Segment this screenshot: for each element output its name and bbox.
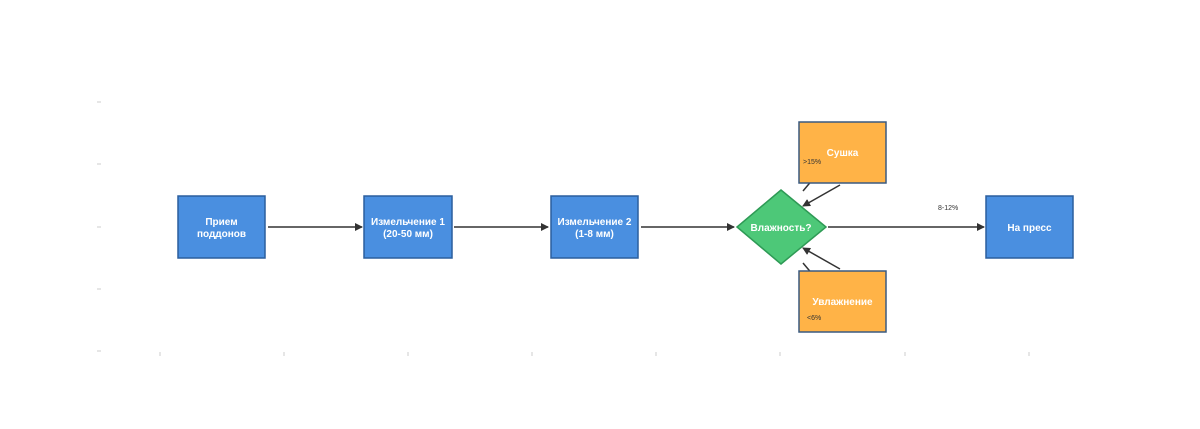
node-dry-label: Сушка — [827, 148, 859, 159]
node-receive-label-1: Прием — [205, 217, 237, 228]
node-grind1-label-1: Измельчение 1 — [371, 217, 445, 228]
node-receive[interactable]: Прием поддонов — [177, 195, 266, 259]
node-press[interactable]: На пресс — [985, 195, 1074, 259]
node-receive-label-2: поддонов — [197, 229, 246, 240]
node-wet-label: Увлажнение — [812, 297, 873, 308]
edge-dry-moisture — [802, 184, 841, 207]
node-moisture-label: Влажность? — [751, 223, 812, 234]
node-wet[interactable]: Увлажнение — [798, 270, 887, 333]
edge-label-press: 8-12% — [938, 205, 958, 212]
edge-label-dry: >15% — [803, 159, 821, 166]
node-grind2-label-1: Измельчение 2 — [558, 217, 632, 228]
edge-wet-moisture — [802, 247, 841, 270]
node-grind1[interactable]: Измельчение 1 (20-50 мм) — [363, 195, 453, 259]
node-dry[interactable]: Сушка — [798, 121, 887, 184]
node-grind2[interactable]: Измельчение 2 (1-8 мм) — [550, 195, 639, 259]
node-grind2-label-2: (1-8 мм) — [575, 229, 614, 240]
node-moisture-decision[interactable]: Влажность? — [735, 189, 828, 265]
edge-label-wet: <6% — [807, 315, 821, 322]
node-press-label: На пресс — [1007, 223, 1052, 234]
axis-ticks — [97, 101, 1030, 356]
node-grind1-label-2: (20-50 мм) — [383, 229, 433, 240]
